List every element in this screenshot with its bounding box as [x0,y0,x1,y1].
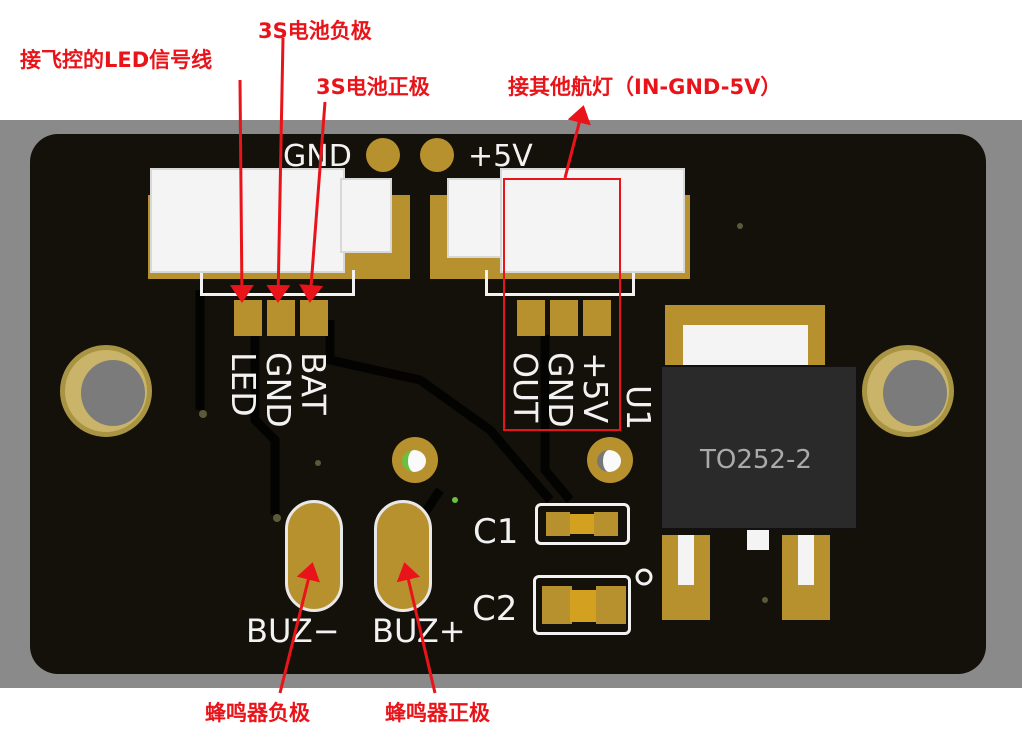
via [315,460,321,466]
gnd-label: GND [283,139,352,174]
buzzer-negative-pad [285,500,343,612]
via-pad-left [392,437,438,483]
annotation-buzzer-negative: 蜂鸣器负极 [205,701,310,725]
via-pad-right [587,437,633,483]
c2-silk: C2 [472,589,518,629]
right-connector-housing [500,168,685,273]
arrow-nav-lights [563,105,591,179]
arrow-buzzer-positive [396,562,437,694]
annotation-bat-negative: 3S电池负极 [258,19,372,43]
gnd-pad [366,138,400,172]
right-connector-outline [485,270,635,296]
bat-pad [300,300,328,336]
via [273,514,281,522]
via [452,497,458,503]
gnd-pad-left [267,300,295,336]
regulator-lead-pad-3 [782,535,830,620]
left-connector-latch [340,178,392,253]
mounting-hole-right [862,345,954,437]
arrow-bat-positive [299,101,327,303]
arrow-led [229,79,254,303]
plus5v-label: +5V [468,139,533,174]
regulator-package-label: TO252-2 [700,445,812,475]
pin1-marker [635,568,653,586]
out-pad [517,300,545,336]
regulator-body: TO252-2 [660,365,858,530]
buzzer-positive-pad [374,500,432,612]
annotation-nav-lights: 接其他航灯（IN-GND-5V） [508,75,782,99]
c2-outline [533,575,631,635]
regulator-lead-pad-1 [662,535,710,620]
annotation-bat-positive: 3S电池正极 [316,75,430,99]
mounting-hole-left [60,345,152,437]
plus5v-pad-right [583,300,611,336]
via [762,597,768,603]
annotation-buzzer-positive: 蜂鸣器正极 [385,701,490,725]
regulator-tab [683,325,808,370]
arrow-buzzer-negative [278,562,321,694]
via [737,223,743,229]
arrow-bat-negative [266,37,291,303]
via [199,410,207,418]
c1-silk: C1 [473,512,519,552]
gnd-pad-right [550,300,578,336]
nav-light-highlight-box [503,178,621,431]
annotation-led-signal: 接飞控的LED信号线 [20,48,213,72]
right-connector-latch [447,178,502,258]
plus5v-pad [420,138,454,172]
led-pad [234,300,262,336]
c1-outline [535,503,630,545]
regulator-center-lead [747,530,769,550]
